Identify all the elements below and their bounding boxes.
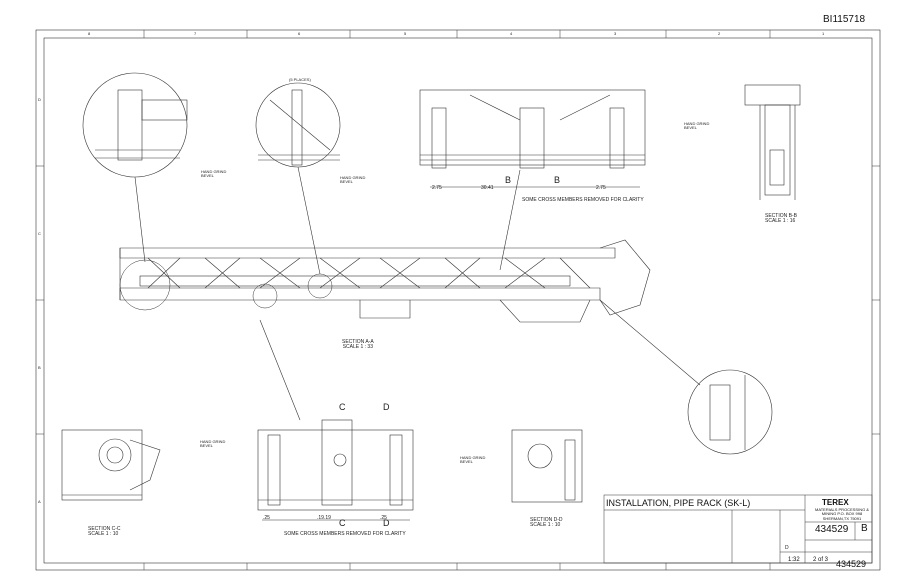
size-letter: D [785, 545, 789, 551]
section-letter-b-2: B [554, 175, 561, 185]
drawing-number-footer: 434529 [836, 559, 867, 569]
zone-row-c: C [38, 231, 41, 236]
section-letter-b-1: B [505, 175, 512, 185]
zone-col-1: 1 [822, 31, 825, 36]
document-id: BI115718 [823, 14, 866, 25]
dim-19-19: .19.19 [317, 515, 331, 521]
section-letter-d-bottom: D [383, 518, 390, 528]
top-center-section [419, 89, 646, 271]
note-hand-grind-3: HAND GRIND BEVEL [340, 175, 366, 184]
dim-2-75-left: 2.75 [432, 185, 442, 191]
zone-col-6: 6 [298, 31, 301, 36]
section-dd [511, 429, 583, 503]
section-letter-c-bottom: C [339, 518, 346, 528]
revision-letter: B [861, 523, 868, 534]
zone-col-4: 4 [510, 31, 513, 36]
company-address: MATERIALS PROCESSING & MINING P.O. BOX 9… [815, 507, 869, 521]
note-cross-members-top: SOME CROSS MEMBERS REMOVED FOR CLARITY [522, 197, 644, 203]
zone-row-d: D [38, 97, 41, 102]
dim-2-75-right: 2.75 [596, 185, 606, 191]
note-hand-grind-5: HAND GRIND BEVEL [200, 439, 226, 448]
section-letter-c-top: C [339, 402, 346, 412]
section-bb [744, 84, 801, 200]
note-cross-members-bottom: SOME CROSS MEMBERS REMOVED FOR CLARITY [284, 531, 406, 537]
dim-30-41: 30.41 [481, 185, 494, 191]
dim-25-left: .25 [263, 515, 270, 521]
zone-ticks [36, 30, 880, 570]
section-aa-truss [119, 239, 651, 323]
company-logo-text: TEREX [822, 498, 849, 507]
dim-25-right: .25 [380, 515, 387, 521]
section-letter-d-top: D [383, 402, 390, 412]
bottom-center-section [257, 319, 414, 521]
sheet-border-inner [43, 37, 873, 564]
note-hand-grind-1: HAND GRIND BEVEL [201, 169, 227, 178]
section-bb-label: SECTION B-B SCALE 1 : 16 [765, 213, 797, 224]
section-aa-label: SECTION A-A SCALE 1 : 33 [342, 339, 374, 350]
section-cc [61, 429, 161, 501]
title-block-lines [603, 494, 873, 564]
drawing-title: INSTALLATION, PIPE RACK (SK-L) [606, 498, 751, 508]
zone-col-5: 5 [404, 31, 407, 36]
note-hand-grind-2: HAND GRIND BEVEL [684, 121, 710, 130]
drawing-number: 434529 [815, 524, 849, 535]
zone-col-7: 7 [194, 31, 197, 36]
zone-col-3: 3 [614, 31, 617, 36]
detail-circle-1 [82, 72, 188, 263]
detail-circle-2 [255, 82, 341, 275]
scale-value: 1:32 [788, 557, 800, 563]
zone-col-8: 8 [88, 31, 91, 36]
sheet-number: 2 of 3 [813, 557, 829, 563]
section-dd-label: SECTION D-D SCALE 1 : 10 [530, 517, 563, 528]
zone-row-a: A [38, 499, 41, 504]
zone-row-b: B [38, 365, 41, 370]
zone-col-2: 2 [718, 31, 721, 36]
note-places: (5 PLACES) [289, 77, 311, 82]
note-hand-grind-4: HAND GRIND BEVEL [460, 455, 486, 464]
section-cc-label: SECTION C-C SCALE 1 : 10 [88, 526, 121, 537]
detail-circle-3 [599, 299, 773, 455]
